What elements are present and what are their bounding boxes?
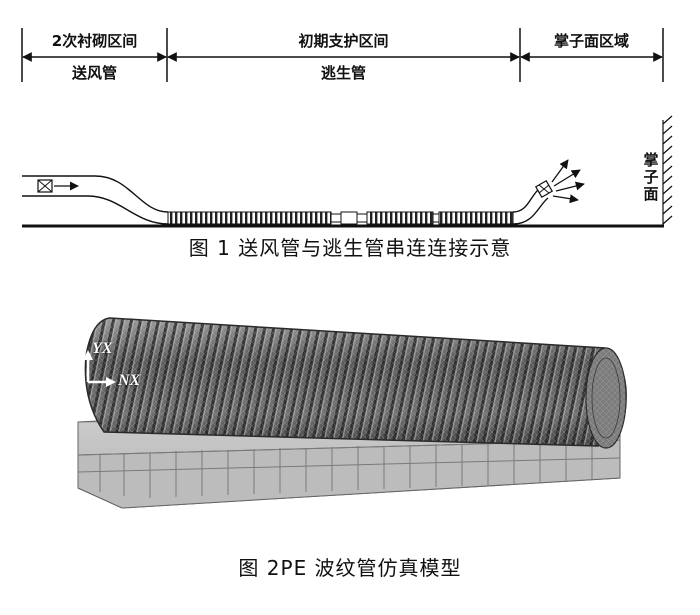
tunnel-face-hatch [662, 115, 673, 226]
zone-label-face-area: 掌子面区域 [553, 32, 629, 50]
face-label-char-1: 掌 [643, 151, 659, 169]
outlet-duct-bottom [512, 197, 549, 225]
tunnel-face-label: 掌 子 面 [642, 152, 660, 203]
figure-1-caption: 图 1 送风管与逃生管串连连接示意 [188, 236, 512, 260]
supply-duct-top [22, 175, 169, 213]
corrugated-pipe-model [84, 317, 627, 449]
figure-2-caption: 图 2PE 波纹管仿真模型 [238, 556, 462, 580]
face-label-char-3: 面 [643, 185, 659, 203]
zone-label-primary-support: 初期支护区间 [298, 32, 389, 50]
axis-x-label: NX [118, 372, 141, 389]
inlet-fan-icon [37, 179, 79, 193]
outlet-fan-icon [534, 159, 585, 204]
face-label-char-2: 子 [643, 168, 659, 186]
figure-1-drawing [21, 28, 673, 228]
escape-pipe [167, 211, 514, 225]
zone-label-supply-duct: 送风管 [71, 64, 117, 82]
zone-label-escape-pipe: 逃生管 [320, 64, 366, 82]
axis-y-label: YX [92, 340, 113, 357]
coordinate-axes-icon [83, 350, 116, 387]
supply-duct-bottom [22, 195, 169, 225]
zone-label-secondary-lining: 2次衬砌区间 [51, 32, 138, 50]
